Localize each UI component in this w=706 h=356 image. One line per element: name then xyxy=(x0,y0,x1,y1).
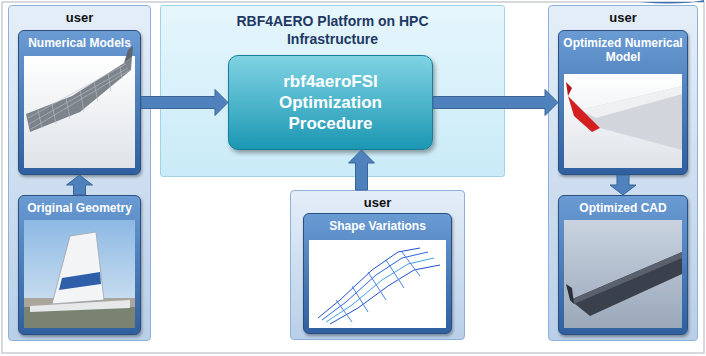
platform-panel: RBF4AERO Platform on HPC Infrastructure r… xyxy=(160,5,505,177)
shape-variation-image xyxy=(309,240,446,328)
user-panel: userNumerical ModelsOriginal Geometry xyxy=(8,5,151,341)
block-arrow xyxy=(67,175,93,195)
box-title: Numerical Models xyxy=(19,31,140,53)
box-title: Optimized CAD xyxy=(559,196,687,218)
panel-heading: user xyxy=(9,6,150,27)
aircraft-tail-photo xyxy=(24,220,135,328)
geometry-box: Original Geometry xyxy=(18,195,141,335)
panel-heading: user xyxy=(549,6,697,27)
box-title: Shape Variations xyxy=(304,214,451,236)
model-box: Numerical Models xyxy=(18,30,141,175)
user-panel: userOptimized Numerical ModelOptimized C… xyxy=(548,5,698,341)
user-panel: userShape Variations xyxy=(290,190,465,340)
block-arrow xyxy=(610,175,636,195)
optimized-wing-image xyxy=(564,74,682,168)
result-cad-box: Optimized CAD xyxy=(558,195,688,335)
result-model-box: Optimized Numerical Model xyxy=(558,30,688,175)
box-title: Original Geometry xyxy=(19,196,140,218)
block-arrow xyxy=(433,90,558,116)
variations-box: Shape Variations xyxy=(303,213,452,334)
panel-heading: user xyxy=(291,191,464,212)
block-arrow xyxy=(349,150,375,190)
optimized-cad-image xyxy=(564,220,682,328)
corner-swoosh xyxy=(640,0,704,4)
block-arrow xyxy=(141,90,228,116)
box-title: Optimized Numerical Model xyxy=(559,31,687,68)
procedure-box: rbf4aeroFSI Optimization Procedure xyxy=(228,55,433,150)
wing-mesh-image xyxy=(24,46,135,168)
panel-heading: RBF4AERO Platform on HPC Infrastructure xyxy=(161,6,504,48)
box-title: rbf4aeroFSI Optimization Procedure xyxy=(229,65,432,141)
